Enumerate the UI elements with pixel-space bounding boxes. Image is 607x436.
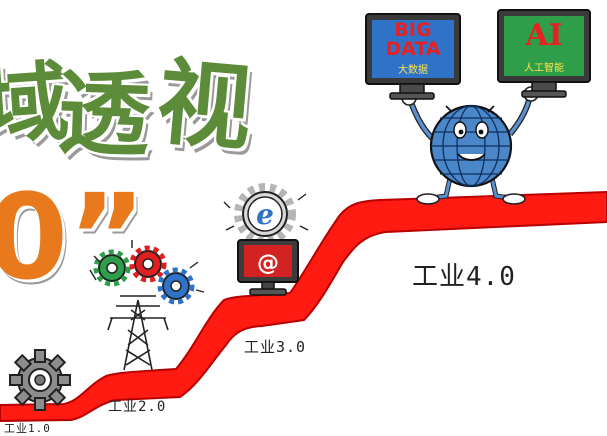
gear-icon <box>93 249 131 287</box>
gear-icon <box>157 267 195 305</box>
gear-icon <box>129 245 167 283</box>
big-data-monitor <box>365 13 461 100</box>
stage-label-3: 工业3.0 <box>244 338 307 356</box>
email-icon: @ <box>257 251 279 276</box>
power-tower-icon <box>107 295 169 371</box>
stage-label-2: 工业2.0 <box>108 399 167 415</box>
ai-monitor <box>497 9 591 98</box>
globe-robot-icon <box>401 86 539 205</box>
progress-staircase <box>0 190 607 423</box>
big-data-line2: DATA <box>385 38 441 60</box>
stage-label-4: 工业4.0 <box>412 262 516 292</box>
gear-icon <box>234 183 296 245</box>
ai-title: AI <box>525 18 563 53</box>
monitor-icon <box>237 239 299 296</box>
ie-icon: e <box>256 198 274 231</box>
big-data-line1: BIG <box>394 19 432 41</box>
big-data-subtitle: 大数据 <box>398 65 428 76</box>
stage-label-1: 工业1.0 <box>4 422 51 435</box>
gear-icon <box>9 349 71 411</box>
ai-subtitle: 人工智能 <box>524 63 564 74</box>
